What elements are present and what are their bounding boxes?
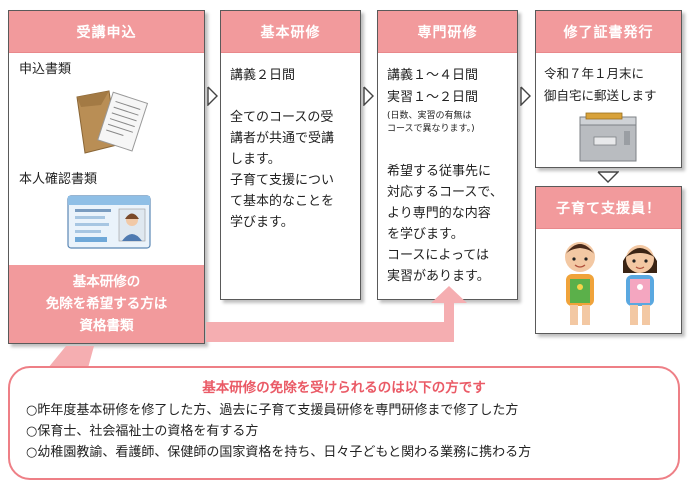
step-certificate-header: 修了証書発行 (536, 11, 681, 53)
specialized-desc-line: より専門的な内容 (387, 206, 491, 221)
id-card-icon (67, 195, 151, 249)
step-specialized-training-header: 専門研修 (378, 11, 517, 53)
step-support-worker-box: 子育て支援員！ (535, 186, 682, 334)
step-specialized-training-box: 専門研修 講義１～４日間 実習１～２日間 (日数、実習の有無は コースで異なりま… (377, 10, 518, 300)
specialized-desc-line: 対応するコースで、 (387, 185, 503, 200)
basic-training-desc: 全てのコースの受 講者が共通で受講 します。 子育て支援につい て基本的なことを… (230, 107, 334, 233)
basic-training-duration: 講義２日間 (230, 68, 296, 83)
exemption-criteria-list: ○昨年度基本研修を修了した方、過去に子育て支援員研修を専門研修まで修了した方 ○… (10, 400, 678, 463)
step-support-worker-header: 子育て支援員！ (536, 187, 681, 229)
exemption-criteria-item: ○幼稚園教諭、看護師、保健師の国家資格を持ち、日々子どもと関わる業務に携わる方 (26, 445, 532, 460)
basic-desc-line: します。 (230, 152, 281, 167)
application-documents-icon (76, 90, 149, 154)
step-application-header: 受講申込 (9, 11, 204, 53)
specialized-note-line: (日数、実習の有無は (387, 111, 472, 121)
female-support-worker-icon (623, 245, 657, 325)
specialized-note: (日数、実習の有無は コースで異なります。) (387, 110, 475, 136)
male-support-worker-icon (565, 242, 595, 325)
exemption-docs-panel: 基本研修の 免除を希望する方は 資格書類 (9, 265, 204, 343)
basic-desc-line: 学びます。 (230, 215, 294, 230)
basic-desc-line: 全てのコースの受 (230, 110, 334, 125)
exemption-criteria-title: 基本研修の免除を受けられるのは以下の方です (202, 380, 486, 396)
step-application-box: 受講申込 申込書類 本人確認書類 基本研修の 免除を希望する方は 資格書類 (8, 10, 205, 344)
specialized-desc-line: を学びます。 (387, 227, 464, 242)
step-basic-training-box: 基本研修 講義２日間 全てのコースの受 講者が共通で受講 します。 子育て支援に… (220, 10, 361, 300)
arrow-right-icon (363, 86, 374, 106)
exemption-criteria-item: ○昨年度基本研修を修了した方、過去に子育て支援員研修を専門研修まで修了した方 (26, 403, 519, 418)
step-basic-training-header: 基本研修 (221, 11, 360, 53)
application-docs-label: 申込書類 (19, 62, 72, 77)
certificate-date-line: 令和７年１月末に (544, 66, 645, 81)
exemption-panel-line-2: 免除を希望する方は (45, 296, 168, 312)
id-docs-label: 本人確認書類 (19, 172, 98, 187)
arrow-right-icon (520, 86, 531, 106)
specialized-lecture-duration: 講義１～４日間 (387, 68, 479, 83)
specialized-desc: 希望する従事先に 対応するコースで、 より専門的な内容 を学びます。 コースによ… (387, 161, 503, 287)
basic-desc-line: 子育て支援につい (230, 173, 335, 188)
exemption-criteria-box: 基本研修の免除を受けられるのは以下の方です ○昨年度基本研修を修了した方、過去に… (8, 366, 680, 480)
specialized-practicum-duration: 実習１～２日間 (387, 90, 479, 105)
exemption-panel-line-3: 資格書類 (79, 318, 134, 334)
certificate-mail-line: 御自宅に郵送します (544, 88, 657, 103)
specialized-desc-line: コースによっては (387, 248, 490, 263)
exemption-panel-line-1: 基本研修の (72, 274, 141, 290)
basic-desc-line: 講者が共通で受講 (230, 131, 335, 146)
exemption-criteria-item: ○保育士、社会福祉士の資格を有する方 (26, 424, 259, 439)
basic-desc-line: て基本的なことを (230, 194, 335, 209)
arrow-down-icon (597, 171, 619, 183)
specialized-desc-line: 希望する従事先に (387, 164, 492, 179)
arrow-right-icon (207, 86, 218, 106)
specialized-note-line: コースで異なります。) (387, 124, 475, 134)
specialized-desc-line: 実習があります。 (387, 269, 490, 284)
mailbox-icon (579, 112, 637, 162)
step-certificate-box: 修了証書発行 令和７年１月末に 御自宅に郵送します (535, 10, 682, 168)
